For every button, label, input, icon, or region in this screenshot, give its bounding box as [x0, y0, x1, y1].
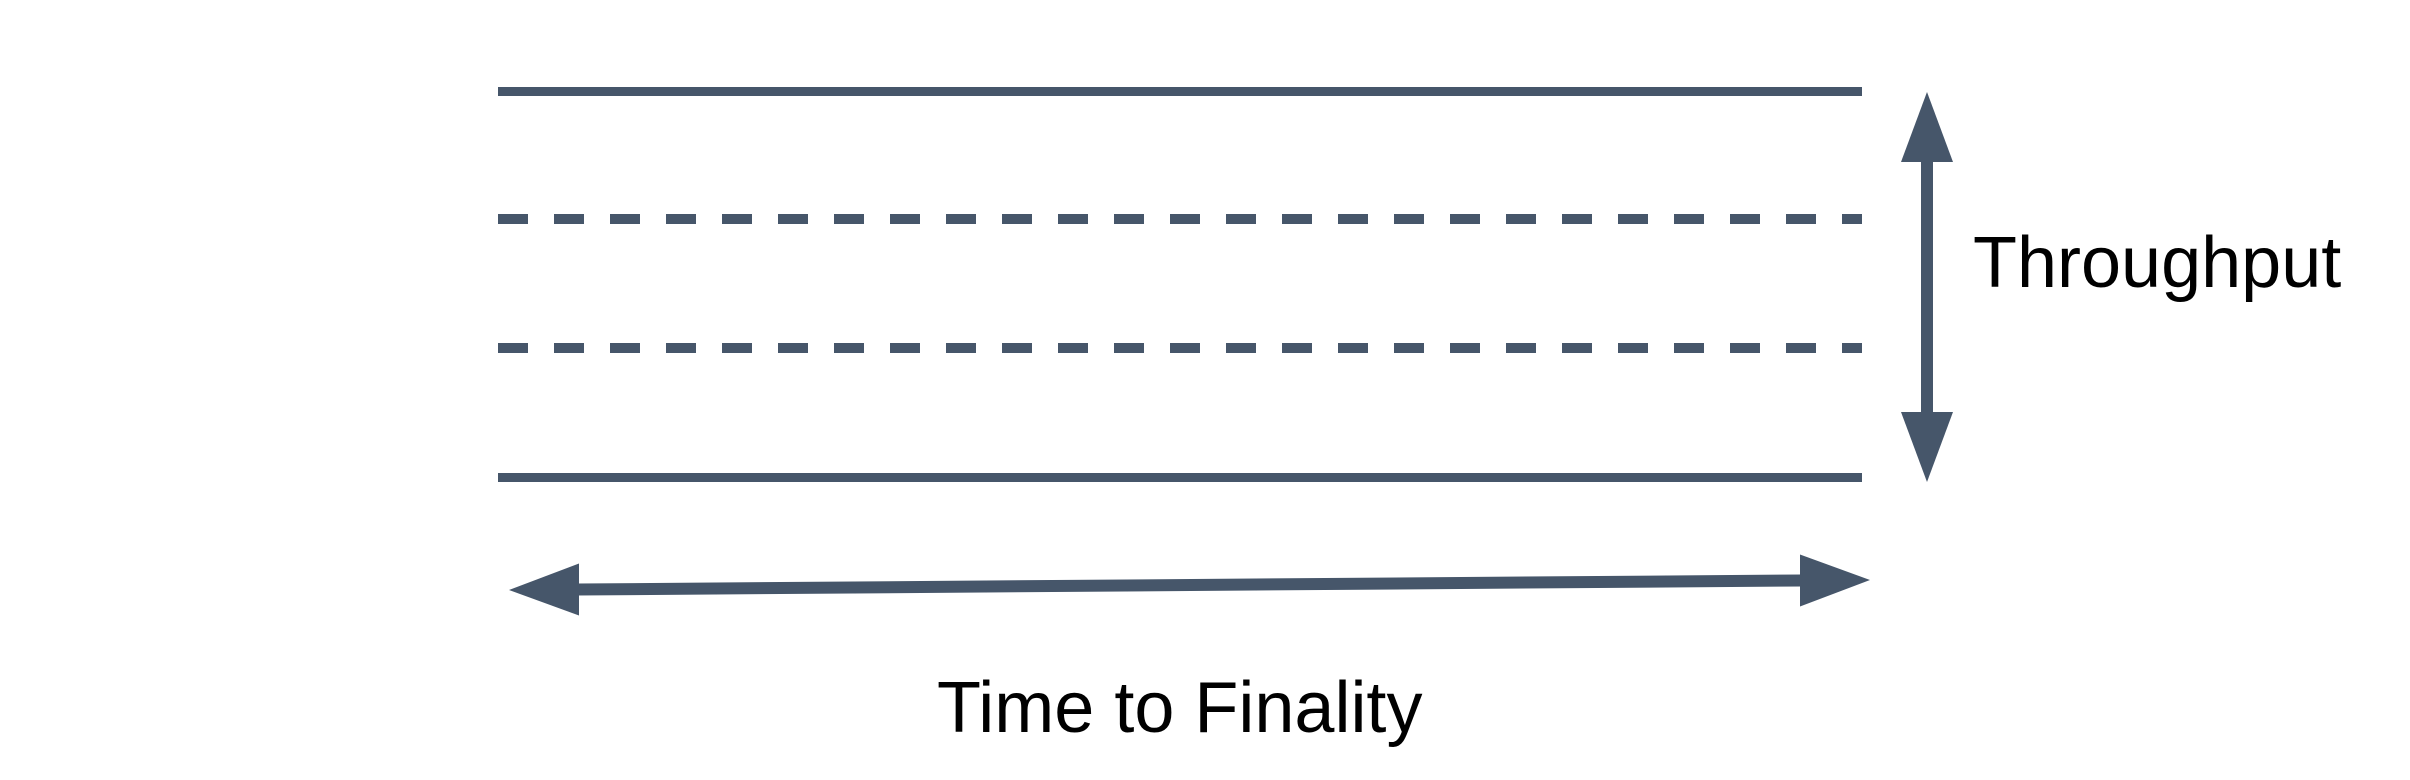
- arrow-down-icon: [1901, 412, 1953, 482]
- throughput-label: Throughput: [1973, 223, 2341, 303]
- throughput-arrow: [1901, 92, 1953, 482]
- time-to-finality-arrow-shaft: [576, 574, 1803, 596]
- time-to-finality-label: Time to Finality: [937, 668, 1422, 748]
- arrow-left-icon: [509, 563, 579, 616]
- arrow-up-icon: [1901, 92, 1953, 162]
- time-to-finality-arrow: [509, 554, 1870, 616]
- arrow-right-icon: [1800, 554, 1870, 607]
